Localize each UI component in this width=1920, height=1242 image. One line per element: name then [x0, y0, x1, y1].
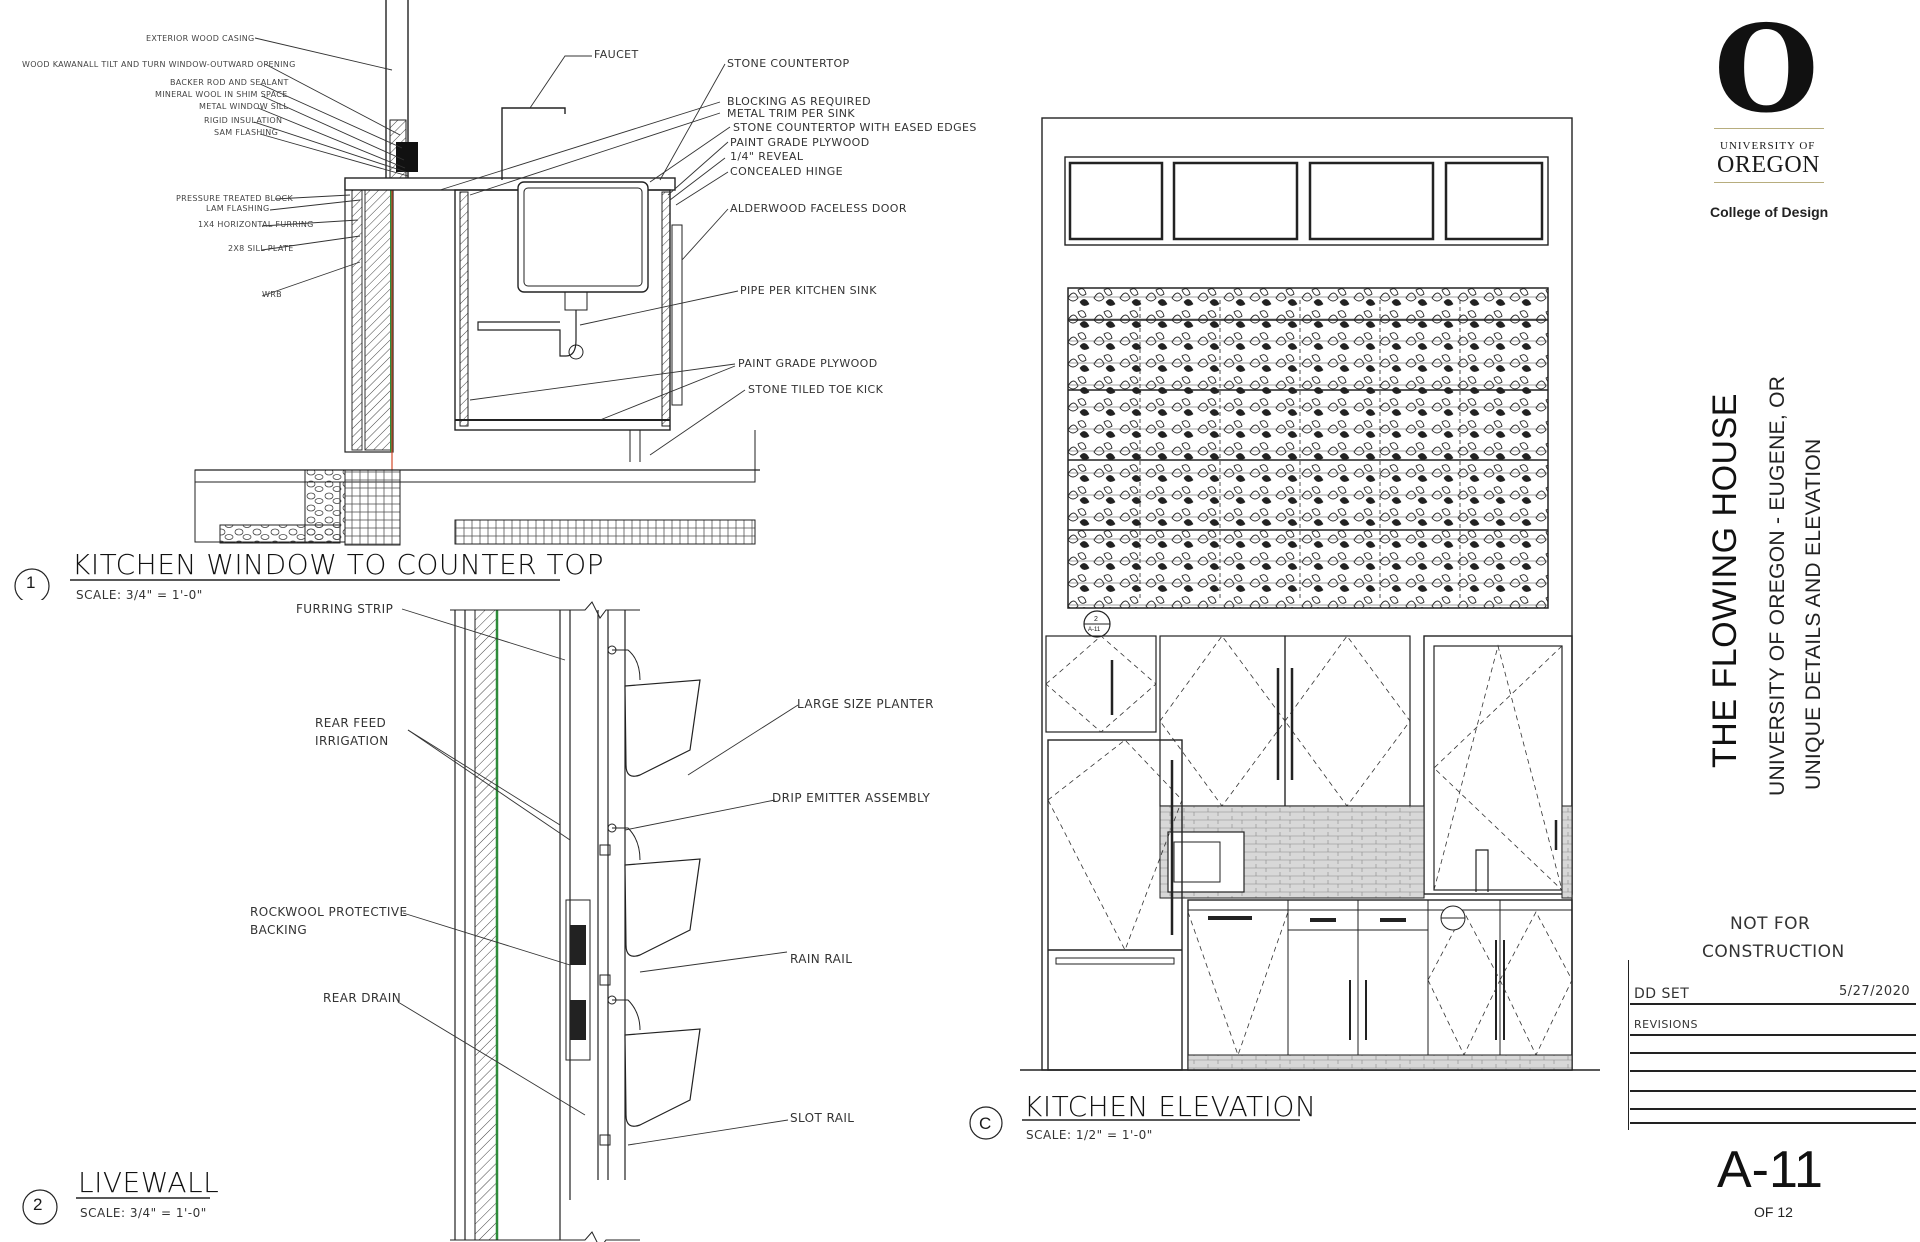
elevation-tag-bottom: A-11 [1088, 627, 1101, 633]
label-irrigation: IRRIGATION [315, 734, 389, 748]
tb-rule-3 [1630, 1052, 1916, 1054]
title-block: O UNIVERSITY OF OREGON College of Design… [1620, 0, 1920, 1242]
label-furring-strip: FURRING STRIP [296, 602, 394, 616]
sheet-number: A-11 [1717, 1141, 1823, 1199]
tb-rule-5 [1630, 1090, 1916, 1092]
tb-rule-4 [1630, 1070, 1916, 1072]
detail-1-scale: SCALE: 3/4" = 1'-0" [76, 588, 203, 602]
label-pt-block: PRESSURE TREATED BLOCK [176, 194, 293, 203]
label-sam-flashing: SAM FLASHING [214, 128, 279, 137]
tb-rule-1 [1630, 1003, 1916, 1005]
logo-rule-bottom [1714, 182, 1824, 183]
label-reveal: 1/4" REVEAL [730, 150, 804, 163]
university-big: OREGON [1717, 152, 1820, 178]
label-plywood-1: PAINT GRADE PLYWOOD [730, 136, 870, 149]
label-backer-rod: BACKER ROD AND SEALANT [170, 78, 289, 87]
label-blocking: BLOCKING AS REQUIRED [727, 95, 871, 108]
college-name: College of Design [1710, 204, 1829, 220]
elevation-title: KITCHEN ELEVATION [1024, 1090, 1317, 1123]
tb-rule-7 [1630, 1122, 1916, 1124]
label-rear-feed: REAR FEED [315, 716, 387, 730]
elevation-tag-top: 2 [1094, 616, 1098, 623]
set-label: DD SET [1634, 986, 1690, 1002]
label-alder-door: ALDERWOOD FACELESS DOOR [730, 202, 907, 215]
sheet-description: UNIQUE DETAILS AND ELEVATION [1802, 438, 1825, 790]
detail-2-drawing [22, 601, 799, 1242]
set-date: 5/27/2020 [1839, 984, 1911, 999]
label-plywood-2: PAINT GRADE PLYWOOD [738, 357, 878, 370]
label-lam-flashing: LAM FLASHING [206, 204, 270, 213]
elevation-scale: SCALE: 1/2" = 1'-0" [1026, 1128, 1153, 1142]
label-metal-trim: METAL TRIM PER SINK [727, 107, 856, 120]
detail-2-scale: SCALE: 3/4" = 1'-0" [80, 1206, 207, 1220]
label-eased-edges: STONE COUNTERTOP WITH EASED EDGES [733, 121, 977, 134]
label-window: WOOD KAWANALL TILT AND TURN WINDOW-OUTWA… [22, 60, 296, 69]
label-large-planter: LARGE SIZE PLANTER [797, 697, 934, 711]
label-stone-countertop: STONE COUNTERTOP [727, 57, 850, 70]
label-pipe: PIPE PER KITCHEN SINK [740, 284, 877, 297]
detail-1-drawing [14, 0, 760, 600]
project-name: THE FLOWING HOUSE [1706, 393, 1744, 768]
label-mineral-wool: MINERAL WOOL IN SHIM SPACE [155, 90, 288, 99]
status-line-1: NOT FOR [1730, 914, 1811, 934]
label-furring: 1X4 HORIZONTAL FURRING [198, 220, 314, 229]
label-exterior-casing: EXTERIOR WOOD CASING [146, 34, 255, 43]
uo-logo-icon: O [1714, 0, 1819, 140]
label-backing: BACKING [250, 923, 308, 937]
label-metal-sill: METAL WINDOW SILL [199, 102, 289, 111]
tb-rule-2 [1630, 1034, 1916, 1036]
label-hinge: CONCEALED HINGE [730, 165, 843, 178]
label-sill-plate: 2X8 SILL PLATE [228, 244, 294, 253]
label-rockwool: ROCKWOOL PROTECTIVE [250, 905, 408, 919]
label-rain-rail: RAIN RAIL [790, 952, 853, 966]
university-small: UNIVERSITY OF [1720, 140, 1816, 152]
revisions-label: REVISIONS [1634, 1018, 1698, 1031]
elevation-letter: C [979, 1114, 992, 1133]
label-wrb: WRB [262, 290, 282, 299]
detail-1-title: KITCHEN WINDOW TO COUNTER TOP [72, 548, 605, 581]
label-drip-emitter: DRIP EMITTER ASSEMBLY [772, 791, 931, 805]
tb-rule-6 [1630, 1108, 1916, 1110]
label-toe-kick: STONE TILED TOE KICK [748, 383, 884, 396]
status-line-2: CONSTRUCTION [1702, 942, 1845, 962]
detail-2-title: LIVEWALL [78, 1166, 220, 1199]
label-slot-rail: SLOT RAIL [790, 1111, 855, 1125]
label-rear-drain: REAR DRAIN [323, 991, 402, 1005]
sheet-total: OF 12 [1754, 1204, 1793, 1220]
tb-vertical-rule [1628, 960, 1629, 1130]
elevation-drawing [969, 117, 1600, 1140]
label-rigid-insulation: RIGID INSULATION [204, 116, 283, 125]
detail-1-number: 1 [26, 573, 36, 592]
project-client: UNIVERSITY OF OREGON - EUGENE, OR [1766, 375, 1789, 796]
logo-rule-top [1714, 128, 1824, 129]
label-faucet: FAUCET [594, 48, 639, 61]
detail-2-number: 2 [33, 1195, 43, 1214]
